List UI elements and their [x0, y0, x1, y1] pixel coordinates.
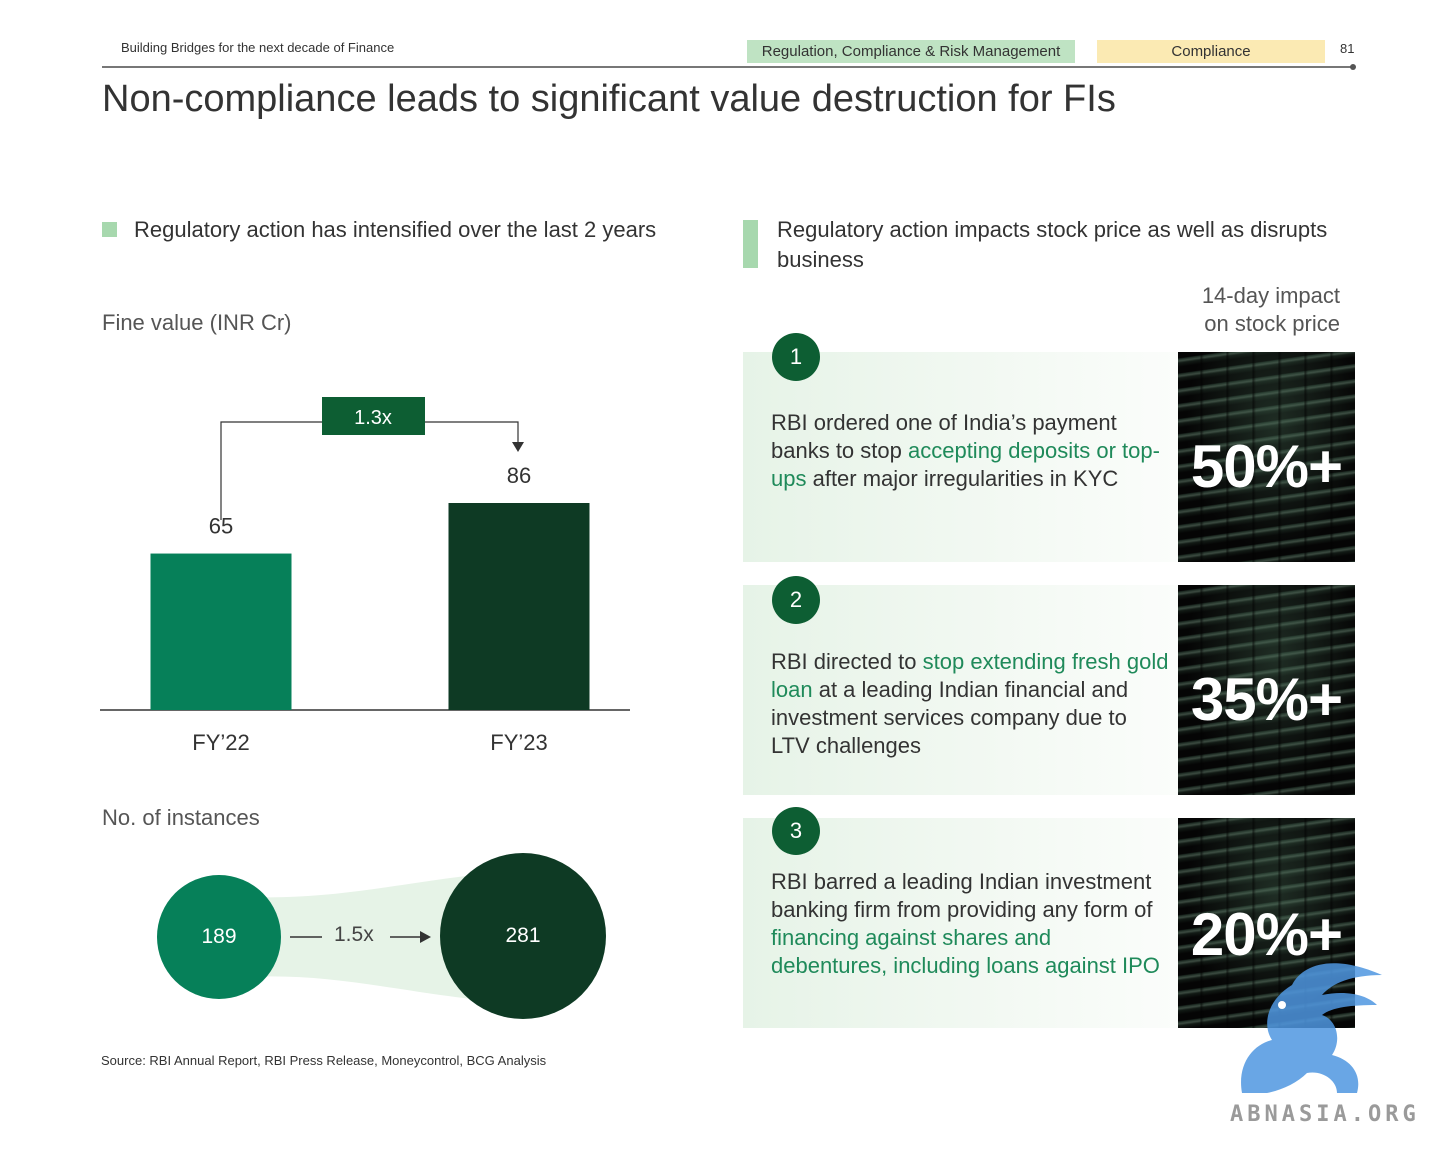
left-section-heading: Regulatory action has intensified over t…	[134, 217, 657, 242]
header-tag-compliance: Compliance	[1097, 40, 1325, 63]
watermark-text: ABNASIA.ORG	[1230, 1102, 1420, 1127]
x-tick-label-1: FY’22	[192, 730, 249, 755]
growth-badge-label: 1.3x	[354, 407, 392, 429]
impact-column-heading: 14-day impact on stock price	[1180, 282, 1340, 338]
case-card-1	[743, 352, 1178, 562]
right-section-marker	[743, 220, 758, 268]
case-card-3	[743, 818, 1178, 1028]
impact-value-1: 50%+	[1190, 433, 1343, 500]
case-photo-2: 35%+	[1178, 585, 1355, 795]
right-section-heading: Regulatory action impacts stock price as…	[777, 217, 1328, 272]
source-note: Source: RBI Annual Report, RBI Press Rel…	[101, 1053, 547, 1068]
case-text-3: RBI barred a leading Indian investment b…	[771, 868, 1171, 980]
left-section-marker	[102, 222, 117, 237]
case-photo-1: 50%+	[1178, 352, 1355, 562]
header-tag-regulation: Regulation, Compliance & Risk Management	[747, 40, 1075, 63]
case-photo-3: 20%+	[1178, 818, 1355, 1028]
case-text-1: RBI ordered one of India’s payment banks…	[771, 409, 1171, 493]
case-text-3-pre: RBI barred a leading Indian investment b…	[771, 869, 1153, 922]
instances-label: No. of instances	[102, 805, 260, 830]
page-title: Non-compliance leads to significant valu…	[102, 78, 1116, 120]
page-number: 81	[1340, 41, 1355, 56]
case-text-2-post: at a leading Indian financial and invest…	[771, 677, 1129, 758]
impact-value-3: 20%+	[1190, 901, 1343, 968]
case-text-2-highlight: stop extending fresh gold loan	[771, 649, 1169, 702]
header-rule-dot	[1350, 64, 1356, 70]
growth-arrowhead	[512, 442, 524, 452]
x-tick-label-2: FY’23	[490, 730, 547, 755]
griffin-logo-icon	[1241, 963, 1382, 1093]
case-text-3-highlight: financing against shares and debentures,…	[771, 925, 1160, 978]
case-number-2: 2	[772, 576, 820, 624]
case-number-3: 3	[772, 807, 820, 855]
header-doc-title: Building Bridges for the next decade of …	[121, 40, 395, 55]
case-text-1-pre: RBI ordered one of India’s payment banks…	[771, 410, 1117, 463]
header-rule	[102, 66, 1354, 68]
instances-fy23-circle: 281	[440, 853, 606, 1019]
case-number-1: 1	[772, 333, 820, 381]
case-text-1-post: after major irregularities in KYC	[806, 466, 1119, 491]
impact-value-2: 35%+	[1190, 666, 1343, 733]
bar-2	[448, 503, 590, 710]
case-text-2-pre: RBI directed to	[771, 649, 923, 674]
case-text-2: RBI directed to stop extending fresh gol…	[771, 648, 1171, 760]
bar-1	[150, 553, 292, 710]
case-text-1-highlight: accepting deposits or top-ups	[771, 438, 1160, 491]
bar-value-label-2: 86	[507, 463, 531, 488]
fine-value-label: Fine value (INR Cr)	[102, 310, 292, 335]
instances-growth-label: 1.5x	[334, 923, 374, 946]
growth-badge	[322, 397, 425, 435]
impact-heading-line-1: 14-day impact	[1201, 283, 1340, 308]
impact-heading-line-2: on stock price	[1204, 311, 1340, 336]
case-card-2	[743, 585, 1178, 795]
instances-fy22-circle: 189	[157, 875, 281, 999]
